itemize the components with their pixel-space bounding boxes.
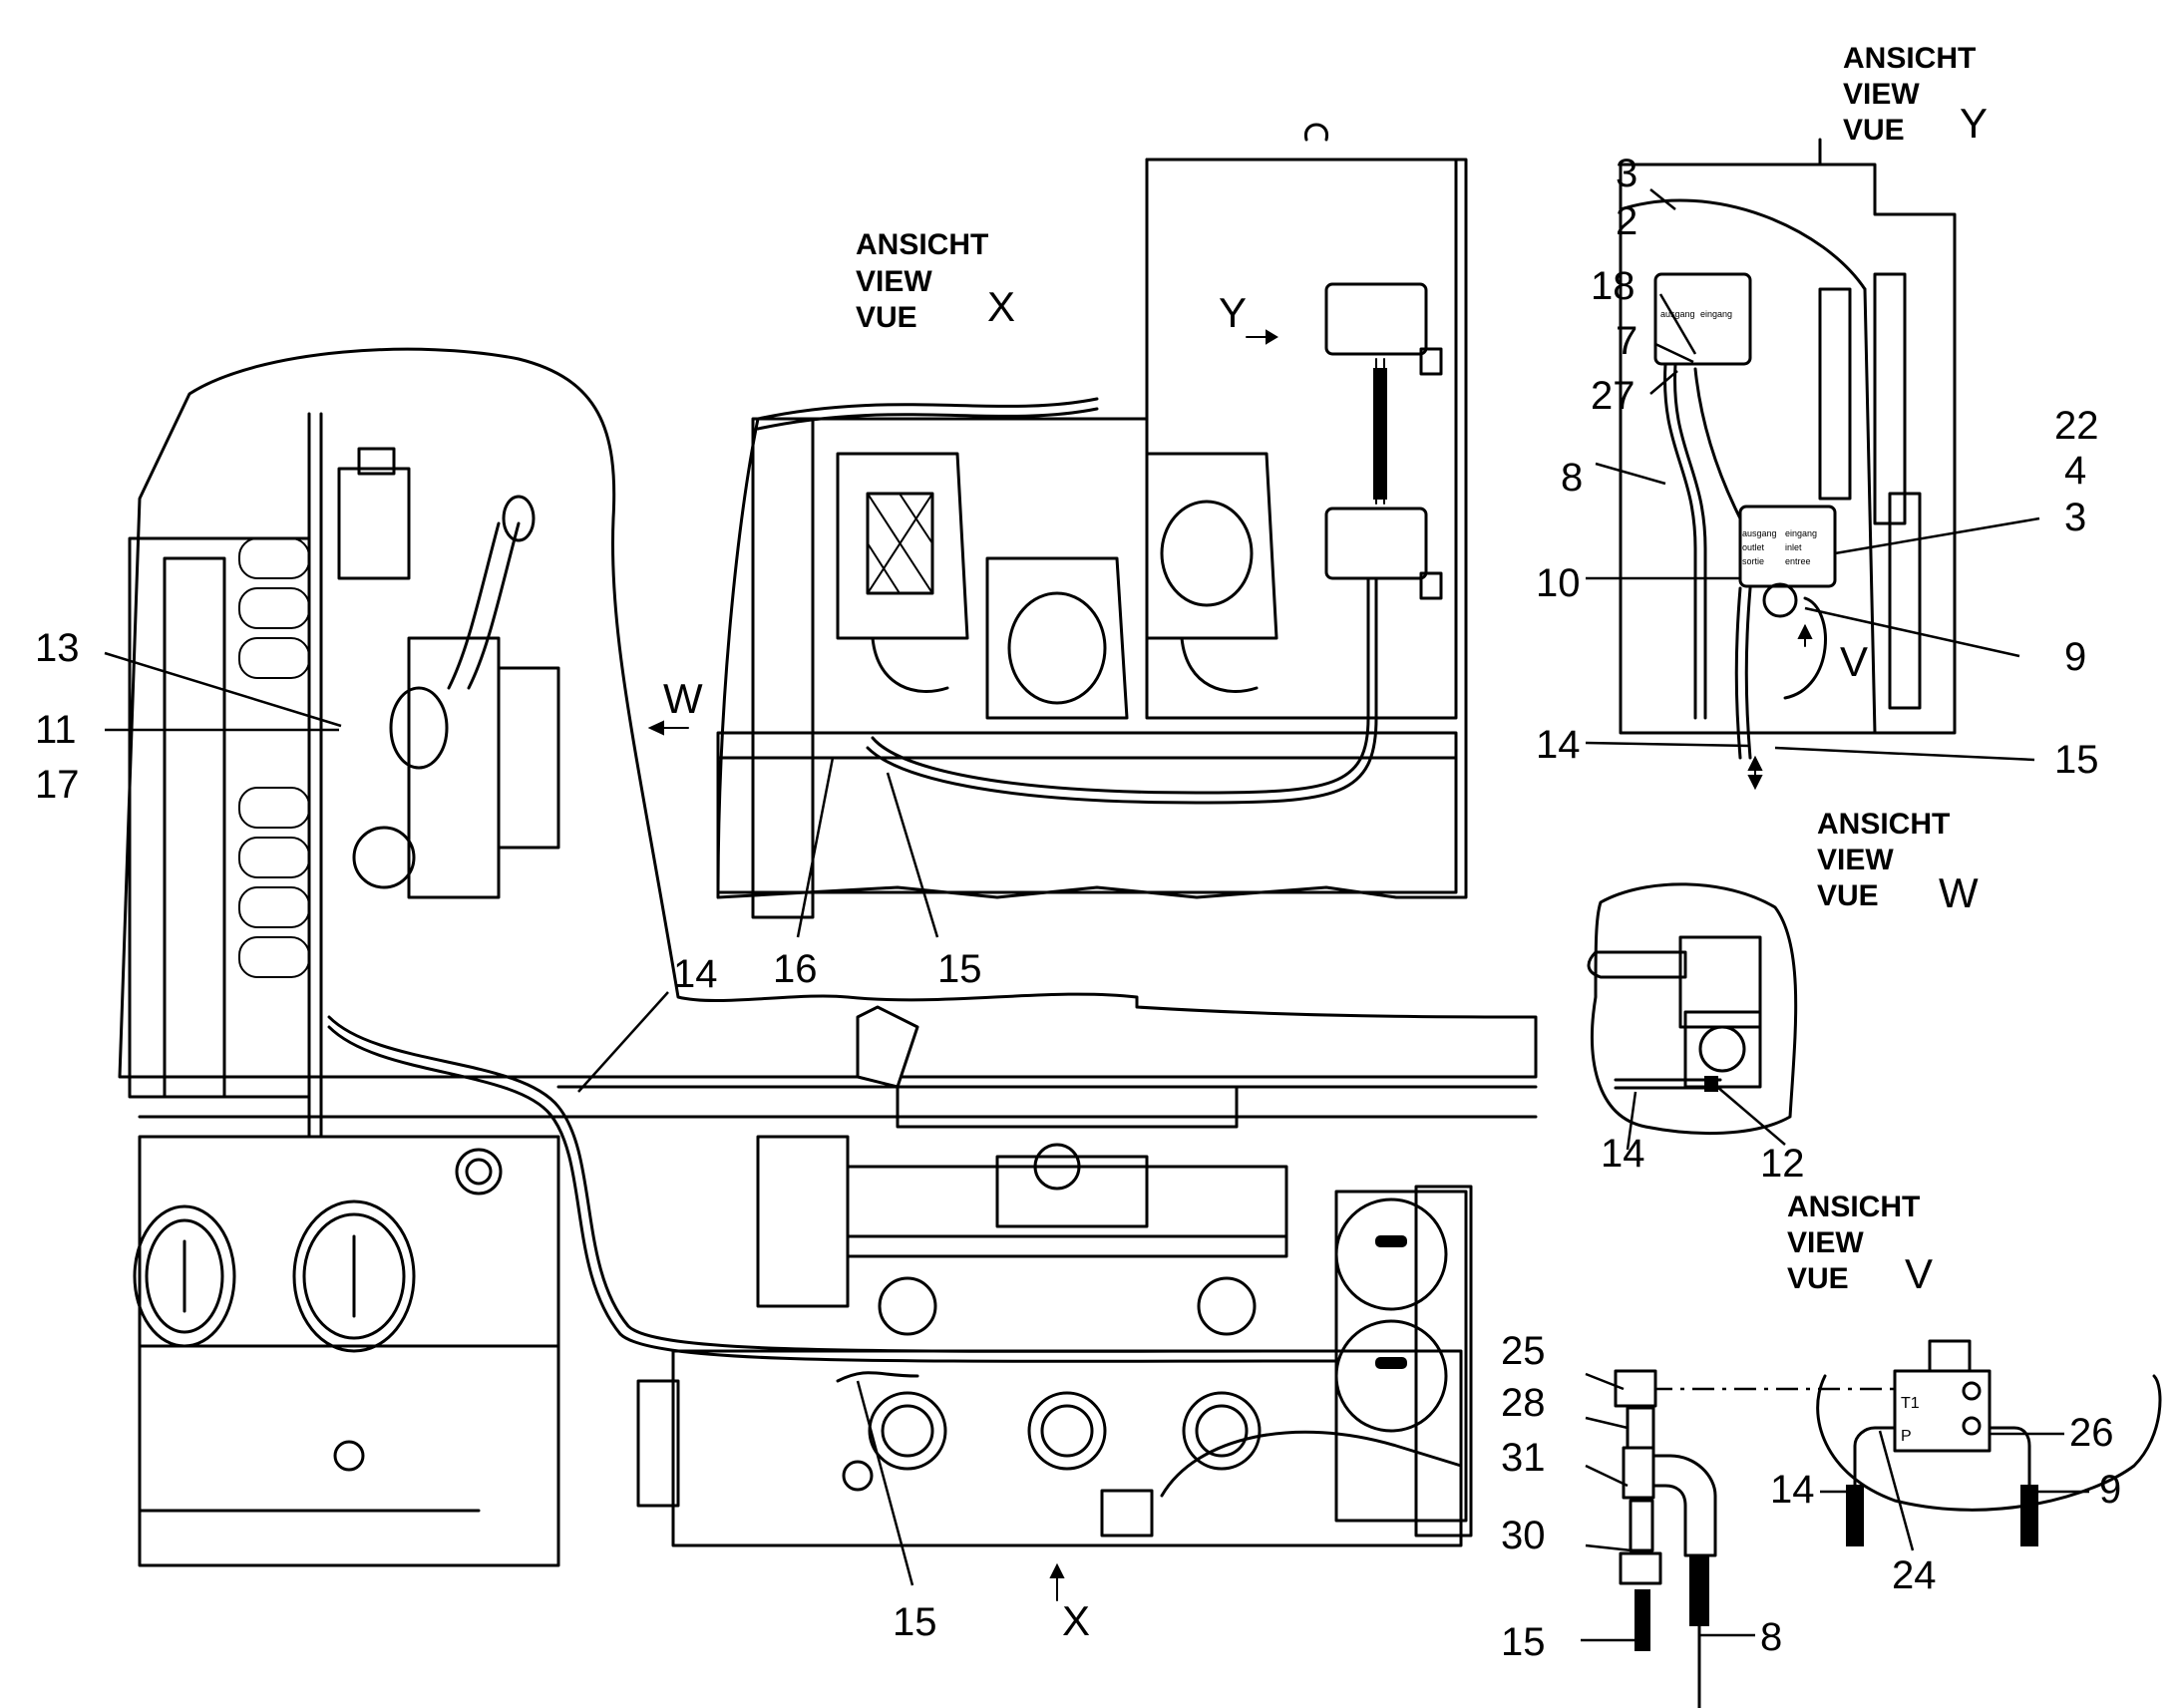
view-y-panel (1619, 163, 1957, 735)
hydraulic-tank (133, 1135, 560, 1567)
view-y-label: ANSICHT VIEW VUE Y (1843, 42, 1988, 147)
view-w-line1: ANSICHT (1817, 808, 1950, 841)
arrow-v-letter: V (1840, 638, 1868, 685)
view-x-line3: VUE (856, 301, 917, 334)
callout-15-v: 15 (1501, 1620, 1546, 1664)
left-panel (163, 556, 226, 1099)
view-v-line3: VUE (1787, 1262, 1849, 1295)
view-x-breakout (716, 158, 1468, 899)
view-x-line1: ANSICHT (856, 228, 988, 261)
callout-13: 13 (35, 626, 80, 670)
view-v-detail: T1 P (1614, 1339, 2162, 1708)
left-housing (128, 536, 311, 1099)
filter-top-inlet-label: eingang (1700, 309, 1732, 319)
view-x-pumps (751, 417, 1278, 919)
callout-10: 10 (1536, 561, 1581, 605)
filter-bottom-inlet-label: eingang (1785, 528, 1817, 538)
callout-3-right: 3 (2064, 496, 2086, 539)
callout-9-v: 9 (2099, 1468, 2121, 1512)
view-v-breakout (1816, 1374, 2162, 1512)
view-v-line1: ANSICHT (1787, 1191, 1920, 1223)
callout-25: 25 (1501, 1329, 1546, 1373)
callout-14-main: 14 (673, 952, 718, 996)
view-x-letter: X (987, 283, 1015, 330)
callout-15-bottom: 15 (893, 1600, 937, 1644)
callout-15-top: 15 (937, 947, 982, 991)
callout-18: 18 (1591, 264, 1635, 308)
callout-17: 17 (35, 763, 80, 807)
view-v-callouts: 25 28 31 30 15 8 26 14 9 24 (1501, 1329, 2121, 1664)
view-x-line2: VIEW (856, 265, 932, 298)
callout-15-y: 15 (2054, 738, 2099, 782)
view-x-label: ANSICHT VIEW VUE X (856, 228, 1015, 334)
callout-30: 30 (1501, 1514, 1546, 1557)
view-y-line2: VIEW (1843, 78, 1920, 111)
callout-3-top: 3 (1616, 152, 1637, 195)
callout-8-v: 8 (1760, 1615, 1782, 1659)
filter-top-outlet-label: ausgang (1660, 309, 1695, 319)
view-y-line3: VUE (1843, 114, 1905, 147)
view-y-callouts: 3 2 18 7 27 8 10 22 4 3 9 14 15 (1536, 152, 2099, 782)
view-y-line1: ANSICHT (1843, 42, 1976, 75)
view-y-letter: Y (1960, 100, 1988, 147)
callout-14-v: 14 (1770, 1468, 1815, 1512)
port-p-label: P (1901, 1428, 1912, 1445)
view-w-line2: VIEW (1817, 844, 1894, 876)
view-w-line3: VUE (1817, 879, 1879, 912)
view-w-breakout (1591, 882, 1798, 1136)
view-y-filters: ausgang eingang ausgang eingang outlet i… (1653, 272, 1837, 588)
callout-9-y: 9 (2064, 635, 2086, 679)
callout-26: 26 (2069, 1411, 2114, 1455)
view-w-detail (1587, 882, 1798, 1136)
main-assembly (118, 347, 1538, 1567)
arrow-x-letter: X (1062, 1597, 1090, 1644)
view-y-detail: ausgang eingang ausgang eingang outlet i… (1619, 138, 1957, 791)
callout-11: 11 (35, 708, 77, 752)
callout-24: 24 (1892, 1553, 1937, 1597)
callout-28: 28 (1501, 1381, 1546, 1425)
filter-bottom-inlet-en: inlet (1785, 542, 1802, 552)
arrow-w-letter: W (663, 675, 703, 722)
port-t1-label: T1 (1901, 1395, 1920, 1412)
pump-assembly (337, 447, 560, 899)
filter-bottom-inlet-fr: entree (1785, 556, 1811, 566)
view-w-label: ANSICHT VIEW VUE W (1817, 808, 1979, 916)
view-x-filters (1324, 282, 1443, 600)
filter-bottom-outlet-fr: sortie (1742, 556, 1764, 566)
leader-lines (104, 188, 2089, 1642)
view-v-label: ANSICHT VIEW VUE V (1787, 1191, 1933, 1297)
callout-4: 4 (2064, 449, 2086, 493)
arrow-y-letter: Y (1219, 289, 1247, 336)
view-x-detail (647, 123, 1468, 1601)
callout-7: 7 (1616, 319, 1637, 363)
filter-bottom-outlet-en: outlet (1742, 542, 1765, 552)
main-callouts: 13 11 17 14 16 15 15 (35, 626, 982, 1644)
callout-27: 27 (1591, 374, 1635, 418)
view-v-letter: V (1905, 1250, 1933, 1297)
callout-14-y: 14 (1536, 723, 1581, 767)
callout-2: 2 (1616, 199, 1637, 243)
engine-fins (238, 537, 310, 978)
view-w-callouts: 14 12 (1601, 1132, 1805, 1186)
filter-bottom-outlet-label: ausgang (1742, 528, 1777, 538)
center-gear-housing (756, 1005, 1288, 1336)
callout-12: 12 (1760, 1142, 1805, 1186)
callout-14-w: 14 (1601, 1132, 1645, 1176)
view-v-line2: VIEW (1787, 1226, 1864, 1259)
callout-31: 31 (1501, 1436, 1546, 1480)
end-cylinders (1334, 1190, 1468, 1523)
pressure-line (327, 1015, 1338, 1353)
callout-16: 16 (773, 947, 818, 991)
view-w-letter: W (1939, 869, 1979, 916)
callout-22: 22 (2054, 404, 2099, 448)
callout-8-y: 8 (1561, 456, 1583, 500)
main-breakout-outline (118, 347, 1538, 1079)
